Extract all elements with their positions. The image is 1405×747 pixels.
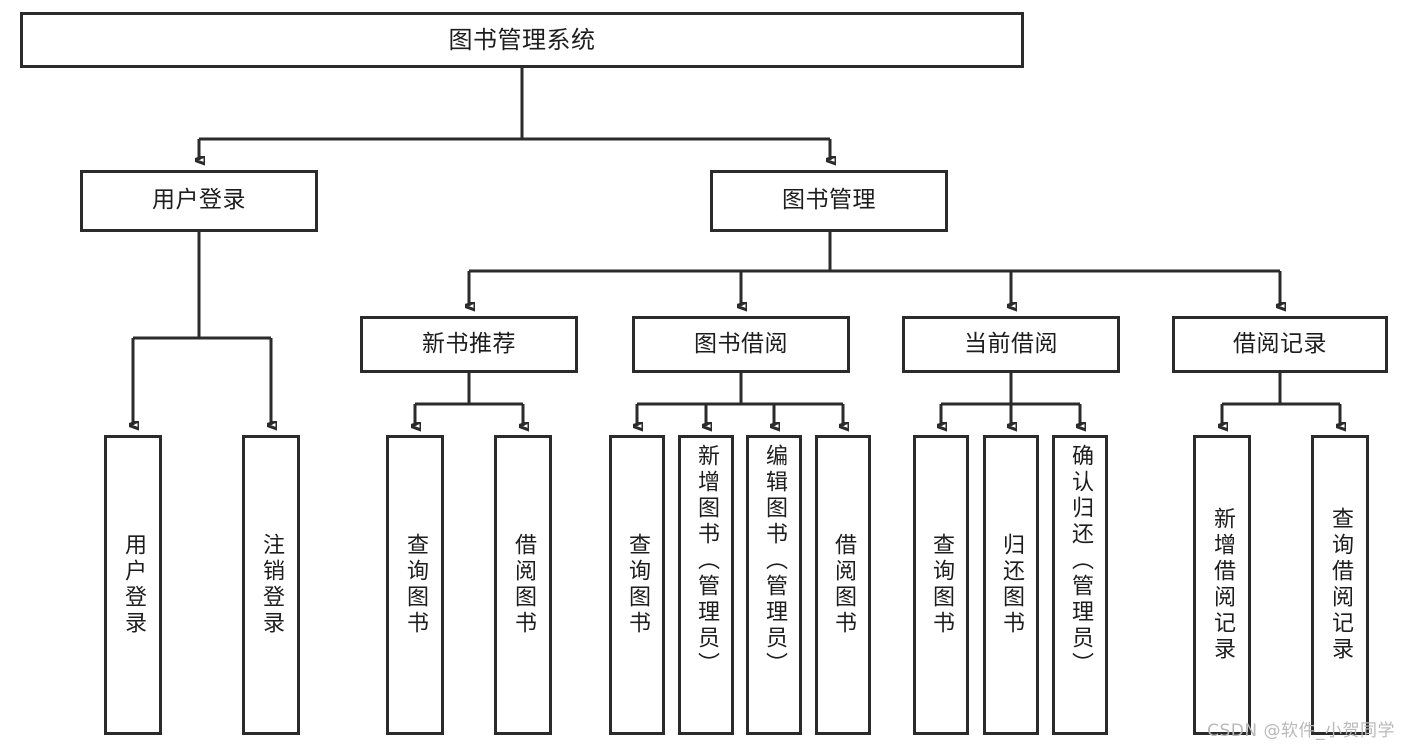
node-new-book-rec[interactable]: 新书推荐: [360, 316, 578, 373]
node-label: 图书管理系统: [448, 25, 596, 54]
node-user-login[interactable]: 用户登录: [80, 170, 318, 232]
node-label: 借阅图书: [511, 533, 536, 637]
leaf-borrow-book-rec[interactable]: 借阅图书: [494, 435, 552, 735]
node-borrow-record[interactable]: 借阅记录: [1172, 316, 1388, 373]
leaf-add-borrow-record[interactable]: 新增借阅记录: [1193, 435, 1251, 735]
leaf-query-book-borrow[interactable]: 查询图书: [609, 435, 665, 735]
leaf-user-login[interactable]: 用户登录: [104, 435, 162, 735]
leaf-add-book[interactable]: 新增图书（管理员）: [678, 435, 734, 735]
leaf-query-borrow-record[interactable]: 查询借阅记录: [1311, 435, 1369, 735]
node-label: 查询图书: [625, 533, 650, 637]
node-label: 注销登录: [259, 533, 284, 637]
leaf-edit-book[interactable]: 编辑图书（管理员）: [746, 435, 802, 735]
leaf-borrow-book[interactable]: 借阅图书: [815, 435, 871, 735]
csdn-watermark: CSDN @软件_小贺同学: [1207, 721, 1395, 741]
node-current-borrow[interactable]: 当前借阅: [902, 316, 1120, 373]
leaf-return-book[interactable]: 归还图书: [983, 435, 1039, 735]
node-root-system[interactable]: 图书管理系统: [20, 12, 1024, 68]
node-label: 编辑图书（管理员）: [762, 444, 787, 678]
node-label: 查询图书: [403, 533, 428, 637]
node-label: 用户登录: [152, 187, 246, 214]
node-book-manage[interactable]: 图书管理: [710, 170, 948, 232]
node-label: 图书管理: [782, 187, 876, 214]
node-label: 新增借阅记录: [1210, 507, 1235, 663]
node-label: 归还图书: [999, 533, 1024, 637]
node-label: 图书借阅: [694, 330, 788, 357]
node-label: 查询图书: [929, 533, 954, 637]
leaf-user-logout[interactable]: 注销登录: [242, 435, 300, 735]
node-label: 借阅记录: [1233, 330, 1327, 357]
node-label: 借阅图书: [831, 533, 856, 637]
node-book-borrow[interactable]: 图书借阅: [632, 316, 850, 373]
leaf-query-book-current[interactable]: 查询图书: [913, 435, 969, 735]
leaf-query-book-rec[interactable]: 查询图书: [386, 435, 444, 735]
node-label: 确认归还（管理员）: [1068, 444, 1093, 678]
node-label: 新增图书（管理员）: [694, 444, 719, 678]
node-label: 查询借阅记录: [1328, 507, 1353, 663]
node-label: 当前借阅: [964, 330, 1058, 357]
leaf-confirm-return[interactable]: 确认归还（管理员）: [1052, 435, 1108, 735]
node-label: 新书推荐: [422, 330, 516, 357]
node-label: 用户登录: [121, 533, 146, 637]
